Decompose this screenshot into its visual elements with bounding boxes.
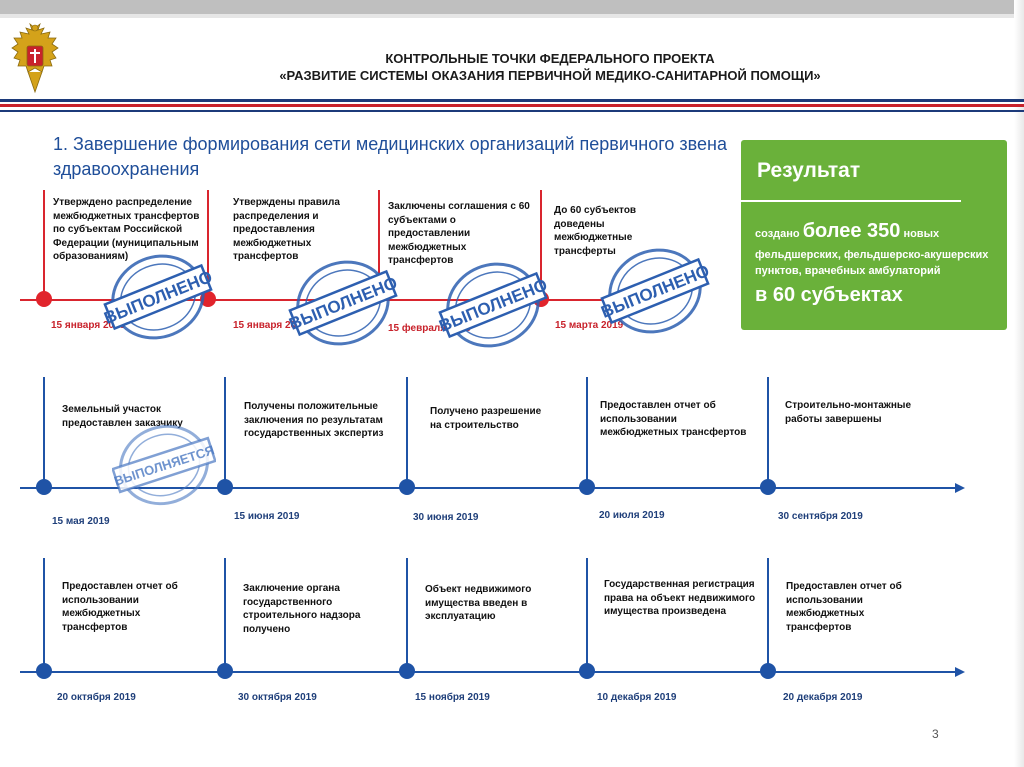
timeline-row-1-dot-1 xyxy=(36,291,52,307)
milestone-row-3-1-date: 20 октября 2019 xyxy=(57,692,136,703)
result-description: фельдшерских, фельдшерско-акушерских пун… xyxy=(755,249,989,277)
milestone-row-3-2-text: Заключение органа государственного строи… xyxy=(243,583,361,635)
timeline-row-1-tick-4 xyxy=(540,190,542,300)
timeline-row-2-tick-3 xyxy=(406,377,408,488)
section-title: 1. Завершение формирования сети медицинс… xyxy=(53,134,727,179)
milestone-row-2-5-text: Строительно-монтажные работы завершены xyxy=(785,400,912,425)
result-subjects: в 60 субъектах xyxy=(755,284,903,306)
timeline-row-2-dot-2 xyxy=(217,479,233,495)
stamp-done-4-icon: ВЫПОЛНЕНО xyxy=(600,248,710,334)
header-stripe-white xyxy=(0,102,1024,104)
timeline-row-2-tick-1 xyxy=(43,377,45,488)
milestone-row-2-3-date: 30 июня 2019 xyxy=(413,512,479,523)
milestone-row-2-4-date: 20 июля 2019 xyxy=(599,510,665,521)
timeline-row-2-tick-2 xyxy=(224,377,226,488)
milestone-row-1-4-date: 15 марта 2019 xyxy=(555,320,624,331)
timeline-row-3-dot-3 xyxy=(399,663,415,679)
timeline-row-2-arrow xyxy=(955,483,965,493)
milestone-row-3-3-text: Объект недвижимого имущества введен в эк… xyxy=(425,584,532,622)
timeline-row-3-dot-5 xyxy=(760,663,776,679)
result-big-number: более 350 xyxy=(802,220,901,242)
timeline-row-2 xyxy=(20,487,955,489)
milestone-row-2-2-text: Получены положительные заключения по рез… xyxy=(244,401,384,439)
coat-of-arms-icon xyxy=(11,22,59,94)
timeline-row-3-tick-1 xyxy=(43,558,45,672)
window-top-bar xyxy=(0,0,1024,14)
header-title-line-2: «РАЗВИТИЕ СИСТЕМЫ ОКАЗАНИЯ ПЕРВИЧНОЙ МЕД… xyxy=(279,68,821,83)
timeline-row-2-tick-4 xyxy=(586,377,588,488)
milestone-row-3-4-text: Государственная регистрация права на объ… xyxy=(604,579,756,617)
timeline-row-3-tick-2 xyxy=(224,558,226,672)
milestone-row-1-1-text: Утверждено распределение межбюджетных тр… xyxy=(53,197,200,262)
timeline-row-2-dot-4 xyxy=(579,479,595,495)
timeline-row-3-tick-4 xyxy=(586,558,588,672)
timeline-row-2-dot-5 xyxy=(760,479,776,495)
header-title: КОНТРОЛЬНЫЕ ТОЧКИ ФЕДЕРАЛЬНОГО ПРОЕКТА «… xyxy=(200,50,900,84)
result-suffix: новых xyxy=(903,228,940,240)
stamp-done-3-icon: ВЫПОЛНЕНО xyxy=(438,262,548,348)
page-number: 3 xyxy=(932,727,939,741)
timeline-row-2-dot-1 xyxy=(36,479,52,495)
milestone-row-1-3-date: 15 февраля 2019 xyxy=(388,323,472,334)
result-prefix: создано xyxy=(755,228,800,240)
header-stripe-navy-thin xyxy=(0,110,1024,112)
milestone-row-2-1-date: 15 мая 2019 xyxy=(52,516,110,527)
result-box: Результат создано более 350 новых фельдш… xyxy=(741,140,1007,330)
milestone-row-2-4-text: Предоставлен отчет об использовании межб… xyxy=(600,400,747,438)
timeline-row-3-dot-4 xyxy=(579,663,595,679)
milestone-row-2-2-date: 15 июня 2019 xyxy=(234,511,300,522)
window-top-bar-shadow xyxy=(0,14,1024,18)
stamp-in-progress-icon: ВЫПОЛНЯЕТСЯ xyxy=(112,424,216,506)
timeline-row-2-dot-3 xyxy=(399,479,415,495)
timeline-row-1-tick-2 xyxy=(207,190,209,300)
stamp-done-1-icon: ВЫПОЛНЕНО xyxy=(103,254,213,340)
milestone-row-1-2-date: 15 января 2019 xyxy=(233,320,308,331)
timeline-row-2-tick-5 xyxy=(767,377,769,488)
result-count: создано более 350 новых xyxy=(755,220,939,243)
page-edge-shadow xyxy=(1014,0,1024,767)
header-stripe-red xyxy=(0,104,1024,107)
milestone-row-1-1-date: 15 января 2019 xyxy=(51,320,126,331)
milestone-row-3-5-date: 20 декабря 2019 xyxy=(783,692,863,703)
milestone-row-3-3-date: 15 ноября 2019 xyxy=(415,692,490,703)
milestone-row-3-5-text: Предоставлен отчет об использовании межб… xyxy=(786,581,902,633)
header-title-line-1: КОНТРОЛЬНЫЕ ТОЧКИ ФЕДЕРАЛЬНОГО ПРОЕКТА xyxy=(385,51,715,66)
milestone-row-1-2-text: Утверждены правила распределения и предо… xyxy=(233,197,340,262)
timeline-row-3-arrow xyxy=(955,667,965,677)
milestone-row-2-3-text: Получено разрешение на строительство xyxy=(430,406,542,431)
result-title: Результат xyxy=(757,159,861,182)
result-divider xyxy=(741,200,961,202)
header-stripe-navy xyxy=(0,99,1024,102)
milestone-row-3-1-text: Предоставлен отчет об использовании межб… xyxy=(62,581,178,633)
timeline-row-3-tick-3 xyxy=(406,558,408,672)
timeline-row-3 xyxy=(20,671,955,673)
milestone-row-2-1-text: Земельный участок предоставлен заказчику xyxy=(62,404,183,429)
milestone-row-3-2-date: 30 октября 2019 xyxy=(238,692,317,703)
milestone-row-1-3-text: Заключены соглашения с 60 субъектами о п… xyxy=(388,201,530,266)
milestone-row-1-4-text: До 60 субъектов доведены межбюджетные тр… xyxy=(554,205,637,257)
timeline-row-1-tick-3 xyxy=(378,190,380,300)
milestone-row-2-5-date: 30 сентября 2019 xyxy=(778,511,863,522)
milestone-row-3-4-date: 10 декабря 2019 xyxy=(597,692,677,703)
timeline-row-3-tick-5 xyxy=(767,558,769,672)
timeline-row-1-tick-1 xyxy=(43,190,45,300)
timeline-row-3-dot-1 xyxy=(36,663,52,679)
timeline-row-3-dot-2 xyxy=(217,663,233,679)
stamp-done-2-icon: ВЫПОЛНЕНО xyxy=(288,260,398,346)
